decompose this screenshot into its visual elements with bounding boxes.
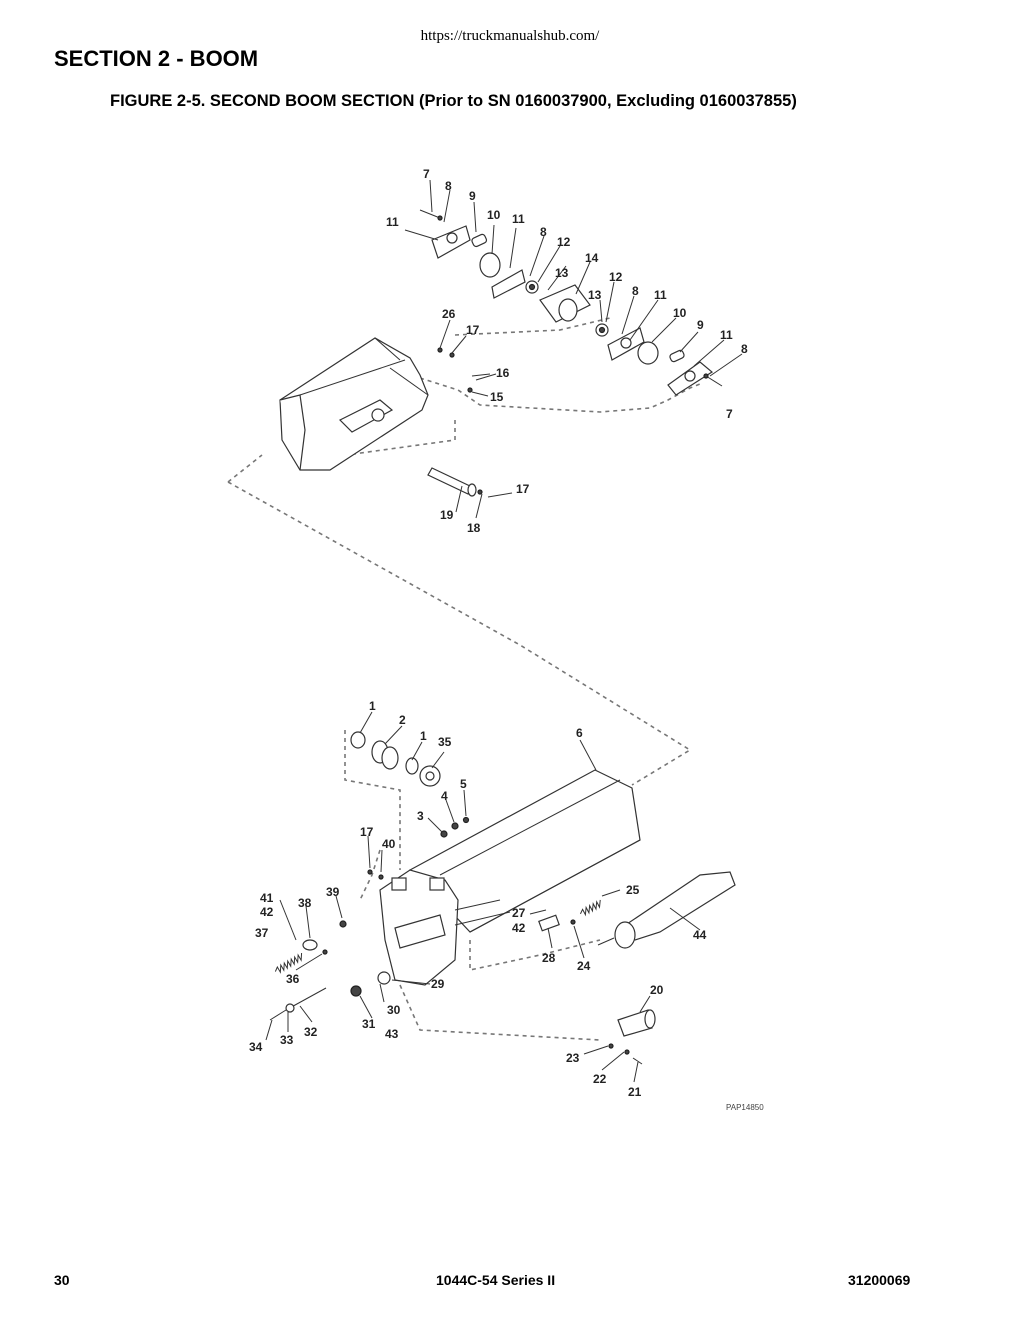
callout-1: 1 [420,729,427,743]
callout-32: 32 [304,1025,318,1039]
callout-14: 14 [585,251,599,265]
pivot-pin-assembly [404,209,723,396]
callout-42: 42 [260,905,274,919]
callout-5: 5 [460,777,467,791]
callout-23: 23 [566,1051,580,1065]
callout-18: 18 [467,521,481,535]
document-number: 31200069 [848,1272,911,1288]
callout-35: 35 [438,735,452,749]
callout-38: 38 [298,896,312,910]
callout-37: 37 [255,926,269,940]
boom-tube [350,731,641,986]
callout-10: 10 [487,208,501,222]
callout-28: 28 [542,951,556,965]
callout-9: 9 [697,318,704,332]
callout-17: 17 [516,482,530,496]
source-url[interactable]: https://truckmanualshub.com/ [420,28,600,44]
callout-13: 13 [588,288,602,302]
callout-3: 3 [417,809,424,823]
section-title: SECTION 2 - BOOM [54,46,259,71]
callout-16: 16 [496,366,510,380]
boom-head-casting [279,337,513,498]
callout-10: 10 [673,306,687,320]
callout-8: 8 [540,225,547,239]
callout-31: 31 [362,1017,376,1031]
figure-title: FIGURE 2-5. SECOND BOOM SECTION (Prior t… [110,92,797,110]
callout-42: 42 [512,921,526,935]
callout-33: 33 [280,1033,294,1047]
assembly-dashed-lines [227,317,701,1041]
page-number: 30 [54,1272,70,1288]
callout-30: 30 [387,1003,401,1017]
callout-13: 13 [555,266,569,280]
callout-4: 4 [441,789,448,803]
leader-lines [265,179,743,1083]
callout-26: 26 [442,307,456,321]
callout-8: 8 [741,342,748,356]
callout-9: 9 [469,189,476,203]
callout-17: 17 [466,323,480,337]
model-name: 1044C-54 Series II [436,1272,556,1288]
drawing-code: PAP14850 [726,1103,764,1112]
callout-21: 21 [628,1085,642,1099]
callout-labels: 7 8 9 11 10 11 8 12 13 14 12 13 8 11 10 … [249,167,764,1112]
callout-2: 2 [399,713,406,727]
callout-8: 8 [632,284,639,298]
callout-43: 43 [385,1027,399,1041]
cylinder-assembly [538,871,736,1065]
callout-6: 6 [576,726,583,740]
callout-27: 27 [512,906,526,920]
callout-12: 12 [609,270,623,284]
callout-7: 7 [423,167,430,181]
callout-36: 36 [286,972,300,986]
callout-17: 17 [360,825,374,839]
callout-22: 22 [593,1072,607,1086]
callout-41: 41 [260,891,274,905]
callout-11: 11 [386,215,399,229]
callout-20: 20 [650,983,664,997]
callout-24: 24 [577,959,591,973]
callout-15: 15 [490,390,504,404]
callout-40: 40 [382,837,396,851]
callout-44: 44 [693,928,707,942]
callout-1: 1 [369,699,376,713]
callout-39: 39 [326,885,340,899]
callout-12: 12 [557,235,571,249]
callout-11: 11 [512,212,525,226]
callout-25: 25 [626,883,640,897]
callout-8: 8 [445,179,452,193]
spring-rod-assembly [269,920,391,1021]
callout-29: 29 [431,977,445,991]
callout-19: 19 [440,508,454,522]
callout-11: 11 [720,328,733,342]
callout-11: 11 [654,288,667,302]
callout-34: 34 [249,1040,263,1054]
callout-7: 7 [726,407,733,421]
